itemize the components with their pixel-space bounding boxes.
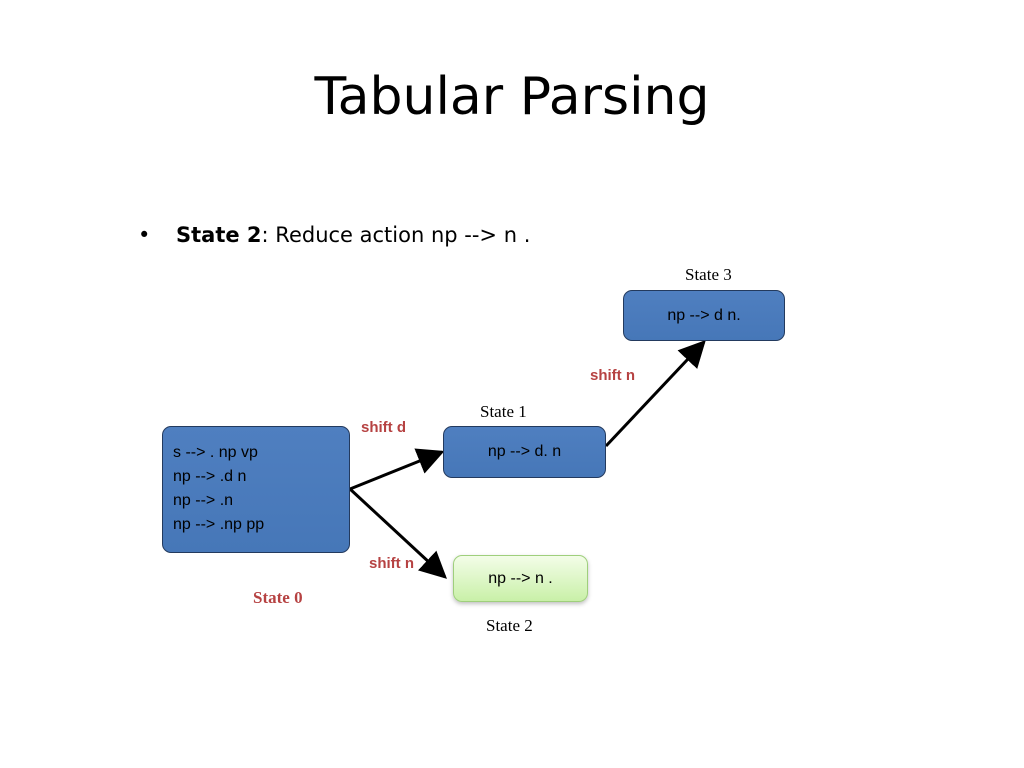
- edge-shift-n-up: [604, 340, 706, 448]
- bullet-item: • State 2: Reduce action np --> n .: [138, 220, 530, 250]
- edge-label-shift-n-up: shift n: [590, 367, 635, 384]
- bullet-rest-text: : Reduce action np --> n .: [261, 223, 531, 247]
- state1-item: np --> d. n: [487, 443, 562, 460]
- state3-item: np --> d n.: [667, 306, 741, 324]
- edge-shift-d: [349, 448, 445, 491]
- state0-item: np --> .n: [173, 492, 234, 509]
- state3-node: np --> d n.: [623, 290, 785, 341]
- state2-item: np --> n .: [488, 569, 553, 587]
- state0-node: s --> . np vp np --> .d n np --> .n np -…: [162, 426, 350, 553]
- state2-node: np --> n .: [453, 555, 588, 602]
- slide-title: Tabular Parsing: [314, 67, 710, 127]
- edge-label-shift-n-down: shift n: [369, 555, 414, 572]
- state0-item: np --> .np pp: [173, 516, 265, 533]
- state1-node: np --> d. n: [443, 426, 606, 478]
- state0-item: s --> . np vp: [173, 444, 258, 461]
- state0-label: State 0: [253, 588, 303, 607]
- state2-label: State 2: [486, 616, 533, 635]
- state3-label: State 3: [685, 265, 732, 284]
- bullet-marker: •: [138, 223, 151, 247]
- edge-shift-n-down: [348, 487, 447, 579]
- bullet-bold-text: State 2: [176, 223, 262, 247]
- state0-item: np --> .d n: [173, 468, 247, 485]
- edge-label-shift-d: shift d: [361, 419, 406, 436]
- state1-label: State 1: [480, 402, 527, 421]
